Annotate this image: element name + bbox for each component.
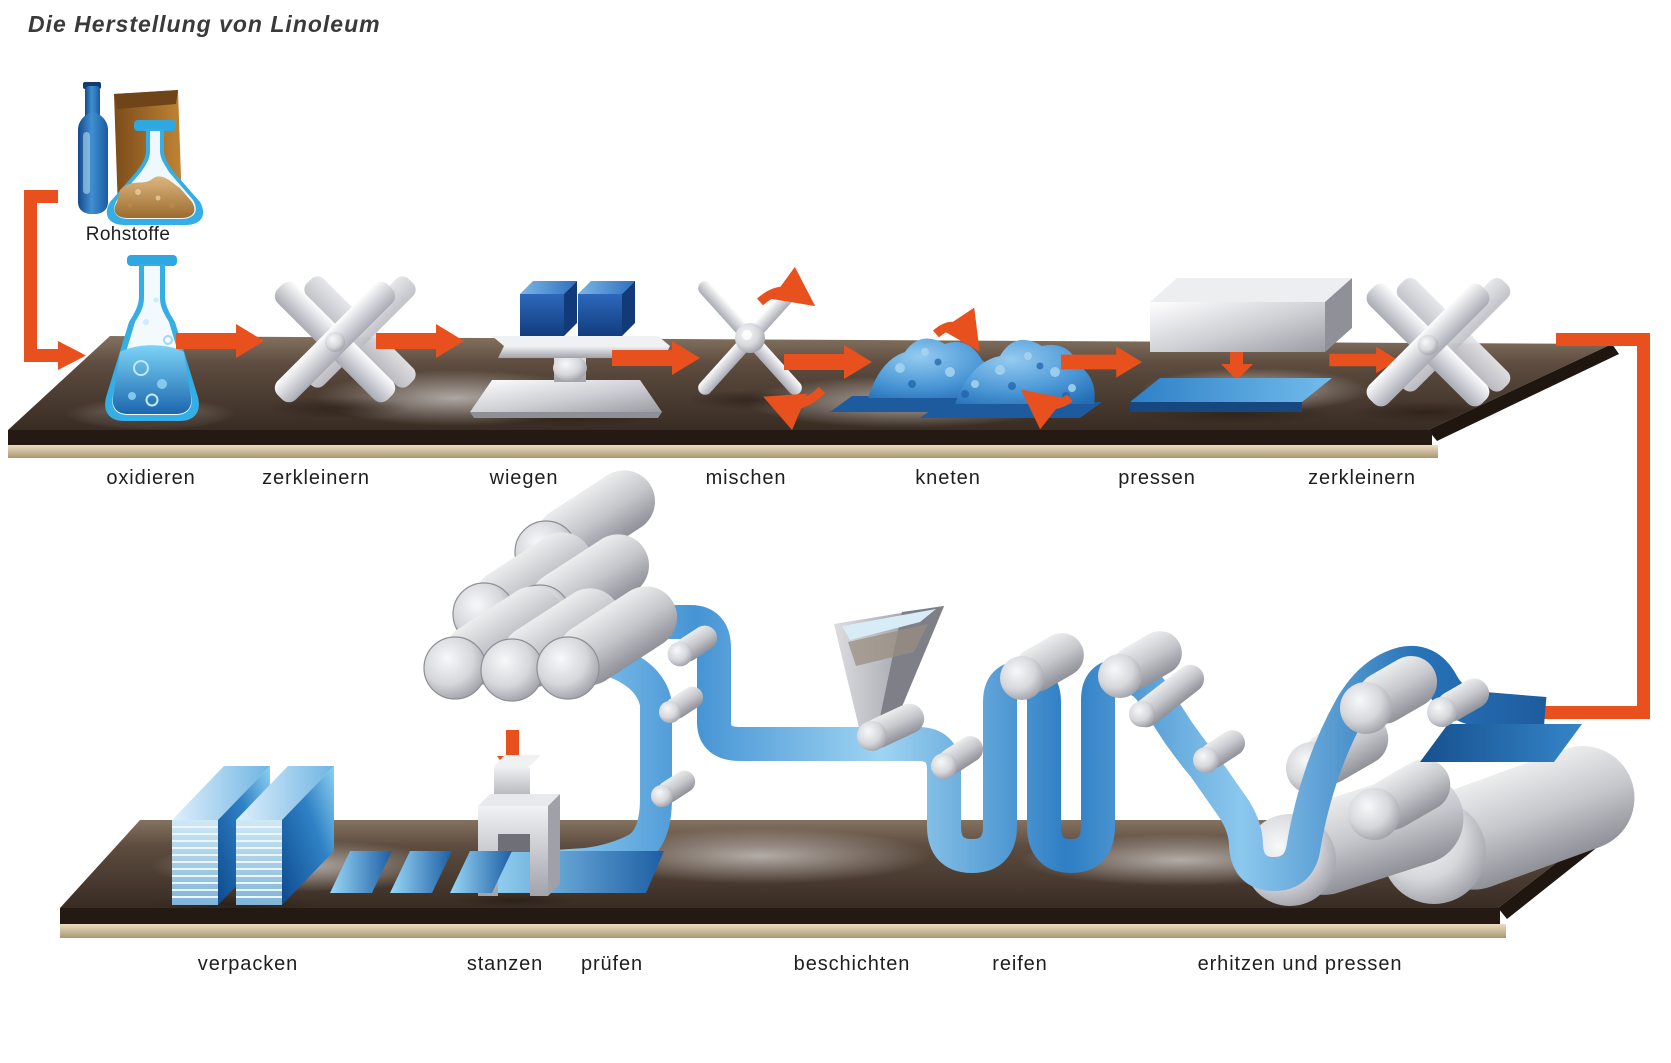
press-down-arrow [1221, 352, 1253, 380]
raw-flask-icon [106, 120, 204, 225]
packing-stacks-icon [172, 766, 334, 905]
stack-2 [236, 766, 334, 905]
label-zerkleinern-2: zerkleinern [1308, 467, 1416, 489]
label-oxidieren: oxidieren [106, 467, 195, 489]
raw-materials-icon: Rohstoffe [78, 82, 204, 245]
label-stanzen: stanzen [467, 953, 543, 975]
kneading-arrow-bottom [1021, 389, 1073, 430]
linoleum-web [482, 605, 1635, 906]
bottle-icon [78, 82, 108, 214]
oxidation-flask-icon [105, 255, 199, 421]
kneading-arrow-top [932, 307, 980, 352]
coating-funnel-icon [834, 606, 944, 751]
weighing-cube-2 [578, 281, 635, 336]
raw-materials-label: Rohstoffe [86, 224, 171, 245]
pressed-sheet [1130, 378, 1332, 402]
bottom-row-labels: verpacken stanzen prüfen beschichten rei… [198, 953, 1403, 975]
label-mischen: mischen [706, 467, 787, 489]
label-beschichten: beschichten [794, 953, 911, 975]
label-pruefen: prüfen [581, 953, 643, 975]
stack-1 [172, 766, 270, 905]
label-erhitzen-und-pressen: erhitzen und pressen [1198, 953, 1403, 975]
label-verpacken: verpacken [198, 953, 298, 975]
kneading-dough-icon [830, 307, 1102, 430]
label-kneten: kneten [915, 467, 980, 489]
web-entry-sheet [1420, 724, 1582, 762]
label-pressen: pressen [1118, 467, 1195, 489]
label-reifen: reifen [992, 953, 1047, 975]
front-rollers [650, 620, 1490, 808]
rotation-arrow-bottom [763, 386, 826, 431]
mixer-propeller-icon [695, 266, 826, 431]
feed-arrow [24, 190, 86, 370]
page-title: Die Herstellung von Linoleum [28, 11, 381, 37]
label-wiegen: wiegen [489, 467, 559, 489]
cut-sheets [330, 851, 512, 893]
press-icon [1130, 278, 1352, 412]
rotation-arrow-top [756, 266, 816, 307]
label-zerkleinern-1: zerkleinern [262, 467, 370, 489]
punch-icon [478, 730, 560, 896]
weighing-cube-1 [520, 281, 577, 336]
web-flat-sheet [482, 851, 664, 893]
weighing-scale-icon [470, 281, 670, 418]
top-row-labels: oxidieren zerkleinern wiegen mischen kne… [106, 467, 1416, 489]
